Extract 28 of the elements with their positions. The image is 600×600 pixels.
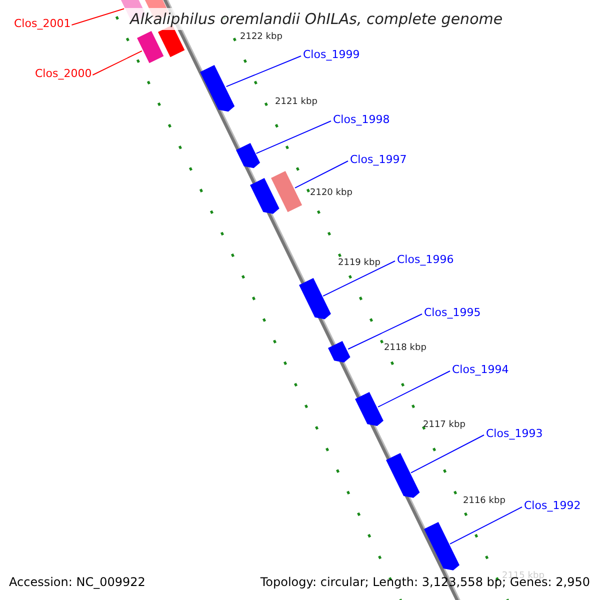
gene-label: Clos_1995 xyxy=(424,306,481,319)
gene-label: Clos_2001 xyxy=(14,17,71,30)
gene-label: Clos_2000 xyxy=(35,67,92,80)
gene-label: Clos_1996 xyxy=(397,253,454,266)
genome-info: Accession: NC_009922 xyxy=(9,576,146,589)
leader-line xyxy=(226,56,302,88)
leader-line xyxy=(410,434,484,474)
gene-label: Clos_1992 xyxy=(524,499,581,512)
leader-line xyxy=(92,50,142,76)
leader-line xyxy=(256,120,332,154)
leader-line xyxy=(348,314,422,350)
tick-label: 2116 kbp xyxy=(463,496,506,507)
gene-label: Clos_1998 xyxy=(333,113,390,126)
leader-line xyxy=(71,8,125,26)
gene-label: Clos_1994 xyxy=(452,363,509,376)
leader-line xyxy=(322,260,396,297)
tick-label: 2120 kbp xyxy=(310,188,352,199)
gene-label: Clos_1997 xyxy=(350,153,407,166)
tick-label: 2121 kbp xyxy=(275,97,318,108)
tick-label: 2122 kbp xyxy=(240,32,282,43)
tick-label: 2119 kbp xyxy=(338,258,380,269)
leader-line xyxy=(378,370,450,408)
gene-label: Clos_1993 xyxy=(486,427,543,440)
leader-line xyxy=(450,506,522,544)
gene-label: Clos_1999 xyxy=(303,48,360,61)
tick-label: 2117 kbp xyxy=(423,420,466,431)
leader-line xyxy=(294,160,348,188)
tick-label: 2118 kbp xyxy=(384,343,426,354)
